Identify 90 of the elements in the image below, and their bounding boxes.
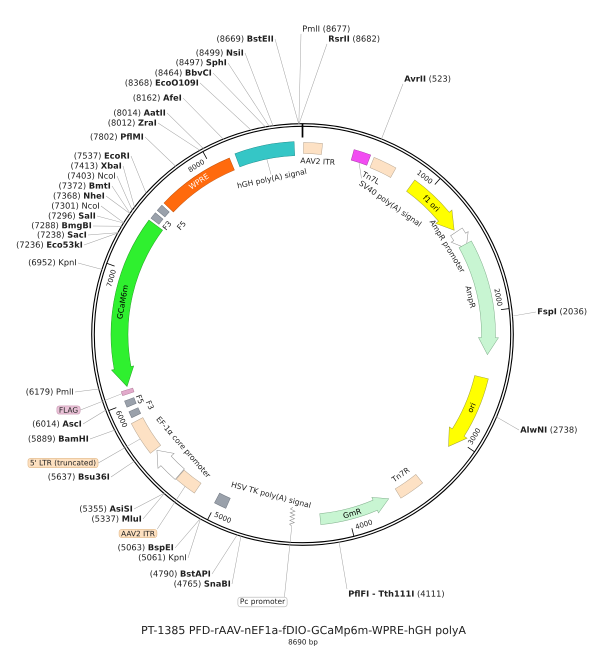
leader-line	[232, 535, 242, 584]
leader-line	[116, 176, 133, 212]
site-label: (5337) MluI	[92, 515, 142, 523]
site-label: (8368) EcoO109I	[126, 79, 198, 87]
leader-line	[284, 526, 292, 598]
site-label: (6014) AscI	[32, 420, 82, 428]
leader-line	[100, 206, 125, 224]
leader-line	[84, 232, 120, 246]
site-label: FspI (2036)	[538, 308, 586, 316]
site-label: (4790) BstAPI	[150, 570, 210, 578]
leader-line	[274, 38, 300, 125]
leader-line	[158, 122, 201, 152]
feature-box	[303, 142, 323, 155]
leader-line	[156, 486, 186, 530]
leader-line	[200, 82, 252, 131]
feature-box	[124, 397, 136, 408]
leader-line	[174, 518, 201, 548]
site-label: (8012) ZraI	[108, 119, 156, 127]
leader-line	[80, 393, 122, 410]
site-label: (4765) SnaBI	[174, 580, 230, 588]
site-label: (5063) BspEI	[118, 544, 174, 552]
site-label: (7236) Eco53kI	[16, 241, 82, 249]
leader-line	[182, 98, 224, 140]
site-label: (8162) AfeI	[134, 94, 182, 102]
site-label: RsrII (8682)	[328, 35, 380, 43]
feature-block	[156, 450, 185, 480]
site-label: AlwNI (2738)	[520, 426, 577, 434]
feature-box	[214, 492, 231, 509]
site-label: (7296) SalI	[48, 212, 96, 220]
feature-box	[128, 407, 141, 418]
leader-line	[106, 196, 131, 214]
leader-line	[212, 72, 266, 128]
leader-line	[92, 226, 123, 227]
site-label: (8497) SphI	[176, 58, 226, 67]
feature-box	[157, 204, 170, 218]
leader-line	[298, 34, 302, 125]
site-label: (7403) NcoI	[68, 172, 115, 180]
map-title: PT-1385 PFD-rAAV-nEF1a-fDIO-GCaMp6m-WPRE-hGH polyA	[142, 626, 466, 636]
site-label: PflFI - Tth111I (4111)	[348, 590, 444, 598]
site-label: (6952) KpnI	[28, 259, 76, 267]
site-label: (7288) BmgBI	[32, 222, 92, 230]
feature-box	[234, 141, 295, 168]
leader-line	[90, 430, 116, 440]
leader-line	[338, 541, 348, 590]
leader-line	[228, 62, 270, 128]
site-label: (7301) NcoI	[52, 202, 99, 210]
leader-line	[98, 438, 140, 464]
site-label: (8014) AatII	[114, 109, 166, 117]
site-label: (5889) BamHI	[28, 435, 88, 443]
leader-line	[298, 44, 328, 125]
leader-line	[74, 388, 100, 392]
site-label: AvrII (523)	[404, 75, 450, 83]
site-label: (5061) KpnI	[138, 554, 186, 562]
leader-line	[96, 216, 125, 224]
feature-box	[121, 388, 134, 396]
leader-line	[244, 52, 274, 127]
site-label: (7372) BmtI	[59, 182, 110, 190]
leader-line	[266, 158, 272, 175]
leader-line	[130, 156, 147, 194]
leader-line	[512, 312, 536, 316]
site-label: (8669) BstEII	[217, 35, 274, 43]
leader-line	[134, 492, 165, 510]
site-label: (8499) NsiI	[196, 49, 244, 57]
site-label: PmlI (8677)	[303, 25, 350, 33]
leader-line	[78, 262, 103, 270]
site-label: (7802) PflMI	[90, 133, 144, 141]
site-label: (8464) BbvCI	[155, 69, 212, 77]
feature-box	[150, 212, 164, 225]
leader-line	[82, 410, 107, 424]
site-label: (6179) PmlI	[26, 388, 73, 396]
site-label: (7368) NheI	[54, 192, 104, 200]
leader-line	[88, 232, 120, 236]
site-label: (5637) Bsu36I	[48, 473, 110, 481]
zigzag-mark	[289, 506, 296, 526]
site-label: (7537) EcoRI	[74, 152, 130, 160]
leader-line	[110, 460, 135, 478]
site-label: (7238) SacI	[38, 231, 86, 239]
leader-line	[212, 534, 238, 574]
leader-line	[380, 84, 404, 140]
leader-line	[358, 162, 362, 179]
leader-line	[496, 416, 520, 430]
leader-line	[112, 186, 131, 214]
leader-line	[122, 166, 135, 208]
leader-line	[166, 112, 204, 150]
feature-box	[350, 149, 371, 166]
site-label: (5355) AsiSI	[80, 505, 132, 513]
leader-line	[142, 492, 165, 520]
leader-line	[144, 136, 176, 167]
site-label: (7413) XbaI	[71, 162, 122, 170]
leader-line	[188, 518, 201, 558]
